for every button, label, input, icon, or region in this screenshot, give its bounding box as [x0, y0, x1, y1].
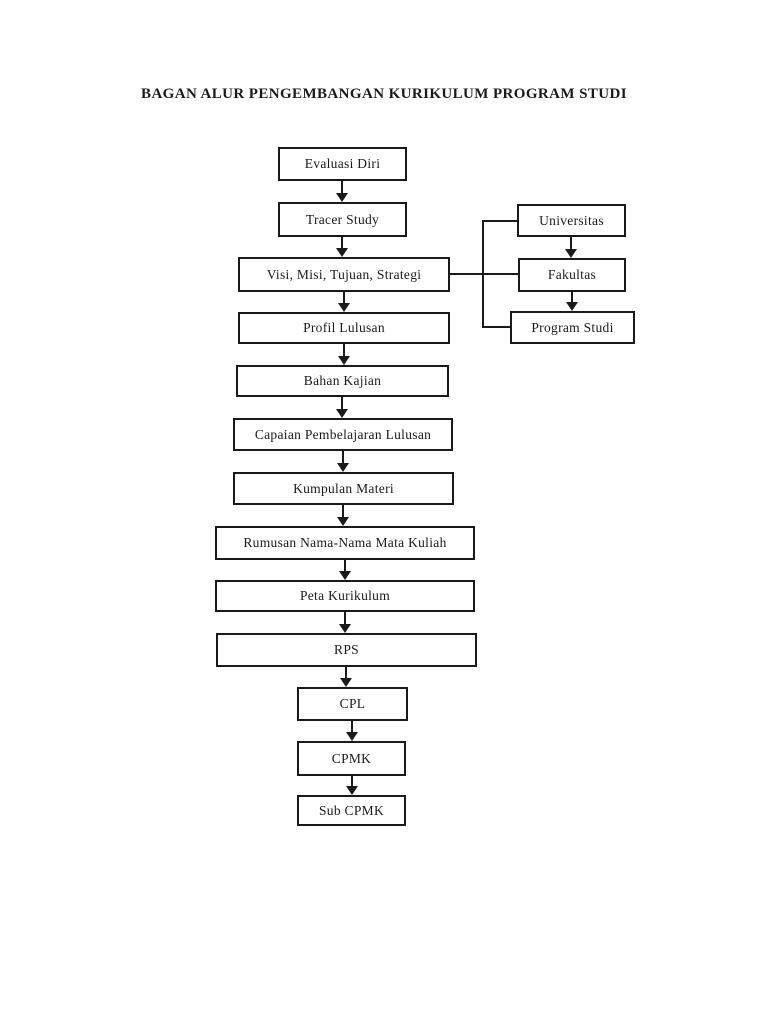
flow-node-peta-kurikulum: Peta Kurikulum — [215, 580, 475, 612]
arrow-rps-to-cpl — [340, 667, 352, 687]
arrow-fakultas-to-program-studi — [566, 292, 578, 311]
arrow-profil-lulusan-to-bahan-kajian — [338, 344, 350, 365]
flow-node-bahan-kajian: Bahan Kajian — [236, 365, 449, 397]
flow-node-rumusan-nama-nama-mata-kuliah: Rumusan Nama-Nama Mata Kuliah — [215, 526, 475, 560]
flow-node-sub-cpmk: Sub CPMK — [297, 795, 406, 826]
arrow-cpmk-to-sub-cpmk — [346, 776, 358, 795]
flow-node-profil-lulusan: Profil Lulusan — [238, 312, 450, 344]
arrow-tracer-study-to-visi — [336, 237, 348, 257]
flow-node-cpl: CPL — [297, 687, 408, 721]
flow-node-fakultas: Fakultas — [518, 258, 626, 292]
flow-node-capaian-pembelajaran-lulusan: Capaian Pembelajaran Lulusan — [233, 418, 453, 451]
arrow-peta-kurikulum-to-rps — [339, 612, 351, 633]
arrow-evaluasi-diri-to-tracer-study — [336, 181, 348, 202]
arrow-capaian-to-kumpulan-materi — [337, 451, 349, 472]
arrow-visi-to-profil-lulusan — [338, 292, 350, 312]
flow-node-cpmk: CPMK — [297, 741, 406, 776]
diagram-title: BAGAN ALUR PENGEMBANGAN KURIKULUM PROGRA… — [141, 86, 627, 102]
flow-node-kumpulan-materi: Kumpulan Materi — [233, 472, 454, 505]
flow-node-universitas: Universitas — [517, 204, 626, 237]
arrow-kumpulan-materi-to-rumusan — [337, 505, 349, 526]
arrow-rumusan-to-peta-kurikulum — [339, 560, 351, 580]
flow-node-rps: RPS — [216, 633, 477, 667]
connector-bracket-to-universitas-line — [482, 220, 517, 222]
arrow-cpl-to-cpmk — [346, 721, 358, 741]
flow-node-visi-misi-tujuan-strategi: Visi, Misi, Tujuan, Strategi — [238, 257, 450, 292]
connector-bracket-to-program-studi-line — [482, 326, 510, 328]
arrow-universitas-to-fakultas — [565, 237, 577, 258]
arrow-bahan-kajian-to-capaian — [336, 397, 348, 418]
flow-node-tracer-study: Tracer Study — [278, 202, 407, 237]
connector-bracket-vertical-line — [482, 220, 484, 328]
flow-node-evaluasi-diri: Evaluasi Diri — [278, 147, 407, 181]
flow-node-program-studi: Program Studi — [510, 311, 635, 344]
